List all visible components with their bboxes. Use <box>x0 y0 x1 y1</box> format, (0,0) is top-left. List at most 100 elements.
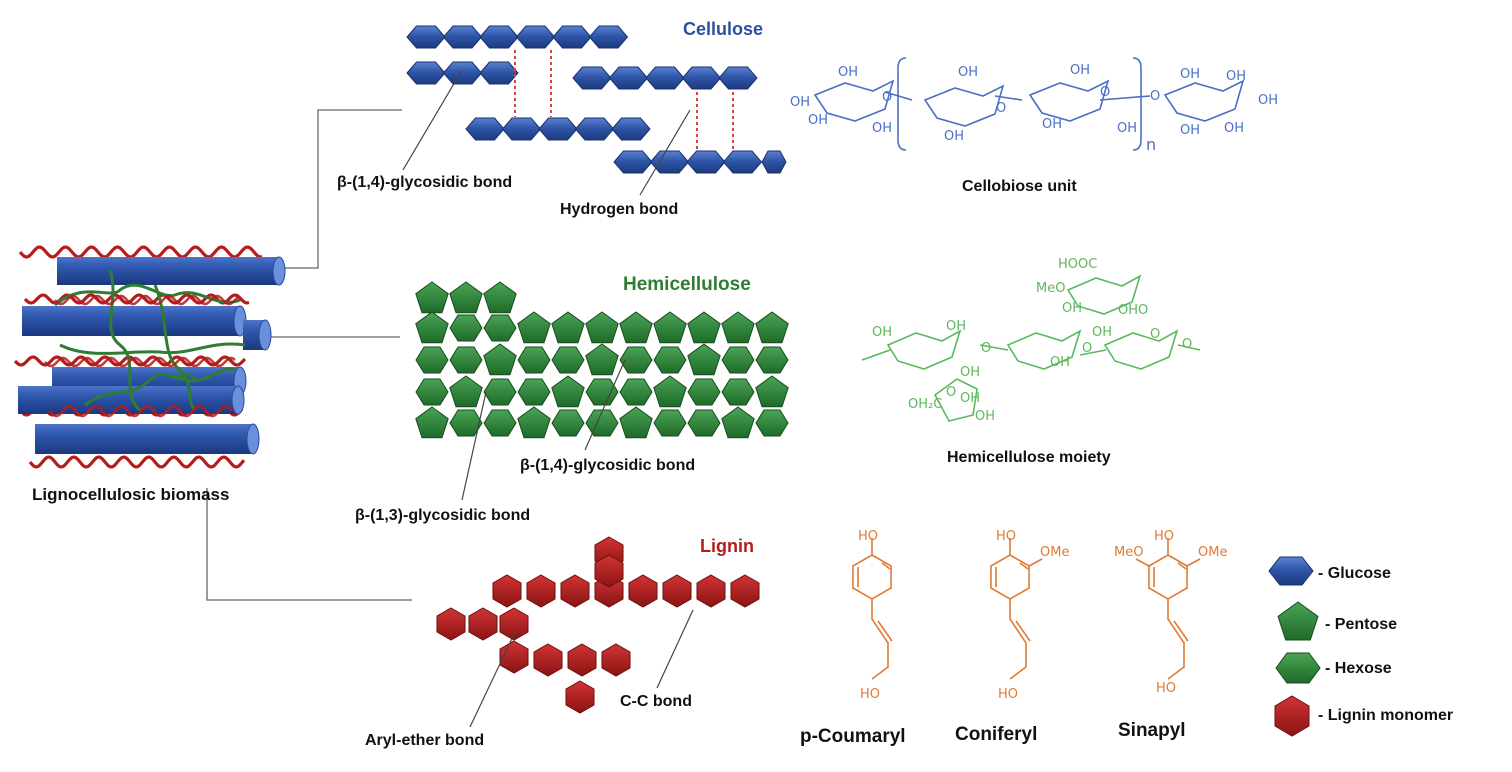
lignin-strand <box>28 455 246 469</box>
sugar-ring <box>1103 329 1179 370</box>
hexose-hexagon-icon <box>1275 652 1321 684</box>
pentose-unit <box>517 311 551 344</box>
glucose-unit <box>681 66 722 90</box>
glucose-unit <box>608 66 649 90</box>
glucose-unit <box>479 61 519 85</box>
glucose-unit <box>761 150 787 174</box>
pentose-unit <box>415 311 449 344</box>
pentose-unit <box>415 406 449 439</box>
monolignol-structures <box>852 538 1201 680</box>
atom-label: OH <box>1092 325 1112 340</box>
pentose-unit <box>517 406 551 439</box>
monomer-name-coniferyl: Coniferyl <box>955 724 1037 745</box>
atom-label: O <box>1150 89 1160 104</box>
atom-label: OH <box>1070 63 1090 78</box>
atom-label: OH <box>838 65 858 80</box>
atom-label: OH₂C <box>908 397 942 412</box>
glucose-unit <box>406 61 446 85</box>
atom-label: OH <box>1180 67 1200 82</box>
cellulose-fibril <box>35 423 260 455</box>
atom-label: OMe <box>1198 545 1227 560</box>
hexose-unit <box>653 409 687 437</box>
hemi-moiety-label: Hemicellulose moiety <box>947 449 1111 466</box>
atom-label: n <box>1146 135 1156 154</box>
pentose-unit <box>551 311 585 344</box>
lignin-monomer-unit <box>436 607 466 641</box>
atom-label: HOOC <box>1058 257 1097 272</box>
biomass-bundle <box>13 245 286 469</box>
glucose-unit <box>649 150 690 174</box>
lignin-strand <box>54 294 240 306</box>
lignin-monomer-unit <box>594 554 624 588</box>
lignin-strand <box>18 245 263 259</box>
atom-label: O <box>882 90 892 105</box>
glycosidic-link <box>1099 95 1151 101</box>
atom-label: OH <box>1062 301 1082 316</box>
glucose-unit <box>442 61 483 85</box>
monolignol-2 <box>1135 538 1201 680</box>
hexose-unit <box>755 409 789 437</box>
pentose-unit <box>721 406 755 439</box>
pentose-unit <box>755 375 789 408</box>
atom-label: HO <box>996 529 1016 544</box>
lignin-monomer-unit <box>468 607 498 641</box>
glucose-unit <box>552 25 592 49</box>
glucose-ring <box>813 79 895 122</box>
lignin-monomer-unit <box>730 574 760 608</box>
pentose-unit <box>551 375 585 408</box>
atom-label: O <box>1138 303 1148 318</box>
hexose-unit <box>755 346 789 374</box>
hexose-unit <box>619 346 653 374</box>
cellobiose-structure <box>813 57 1245 151</box>
atom-label: HO <box>860 687 880 702</box>
lignin-monomer-unit <box>533 643 563 677</box>
atom-label: HO <box>998 687 1018 702</box>
arabinose-ring <box>933 378 978 422</box>
lignin-strand <box>13 355 247 367</box>
hemicellulose-strand <box>173 372 197 382</box>
atom-label: OH <box>1180 123 1200 138</box>
hexose-unit <box>415 378 449 406</box>
pentose-unit <box>415 281 449 314</box>
atom-label: OH <box>946 319 966 334</box>
cellulose-fibril <box>57 256 286 286</box>
atom-label: O <box>1182 337 1192 352</box>
hexose-unit <box>687 409 721 437</box>
hexose-unit <box>687 378 721 406</box>
lignin-monomer-unit <box>526 574 556 608</box>
hemi-bond14-label: β-(1,4)-glycosidic bond <box>520 457 695 474</box>
atom-label: OH <box>1118 303 1138 318</box>
pentose-unit <box>449 375 483 408</box>
lignin-monomer-unit <box>499 607 529 641</box>
cellulose-chains <box>406 25 787 174</box>
atom-label: MeO <box>1114 545 1143 560</box>
bond-line <box>861 349 891 361</box>
glucose-unit <box>442 25 483 49</box>
atom-label: OH <box>1042 117 1062 132</box>
hemi-bond13-label: β-(1,3)-glycosidic bond <box>355 507 530 524</box>
connector-lines <box>206 109 412 601</box>
hemicellulose-strand <box>84 367 236 407</box>
hexose-unit <box>483 314 517 342</box>
atom-label: HO <box>858 529 878 544</box>
repeat-bracket-right <box>1132 57 1142 151</box>
atom-label: OH <box>960 365 980 380</box>
atom-label: OH <box>1050 355 1070 370</box>
sugar-ring <box>1006 329 1082 370</box>
glucose-unit <box>686 150 726 174</box>
cellulose-fibril <box>243 319 272 351</box>
sugar-ring <box>886 329 962 370</box>
aryl-ether-label: Aryl-ether bond <box>365 732 484 749</box>
hemicellulose-strand <box>59 342 246 355</box>
glucose-unit <box>645 66 685 90</box>
lignin-monomer-unit <box>628 574 658 608</box>
legend-label-hexose: - Hexose <box>1325 660 1392 677</box>
legend-label-glucose: - Glucose <box>1318 565 1391 582</box>
legend-label-lignin: - Lignin monomer <box>1318 707 1453 724</box>
hemicellulose-strand <box>54 283 241 307</box>
hexose-unit <box>721 346 755 374</box>
pentose-unit <box>585 311 619 344</box>
pentose-unit <box>483 281 517 314</box>
pentose-unit <box>755 311 789 344</box>
